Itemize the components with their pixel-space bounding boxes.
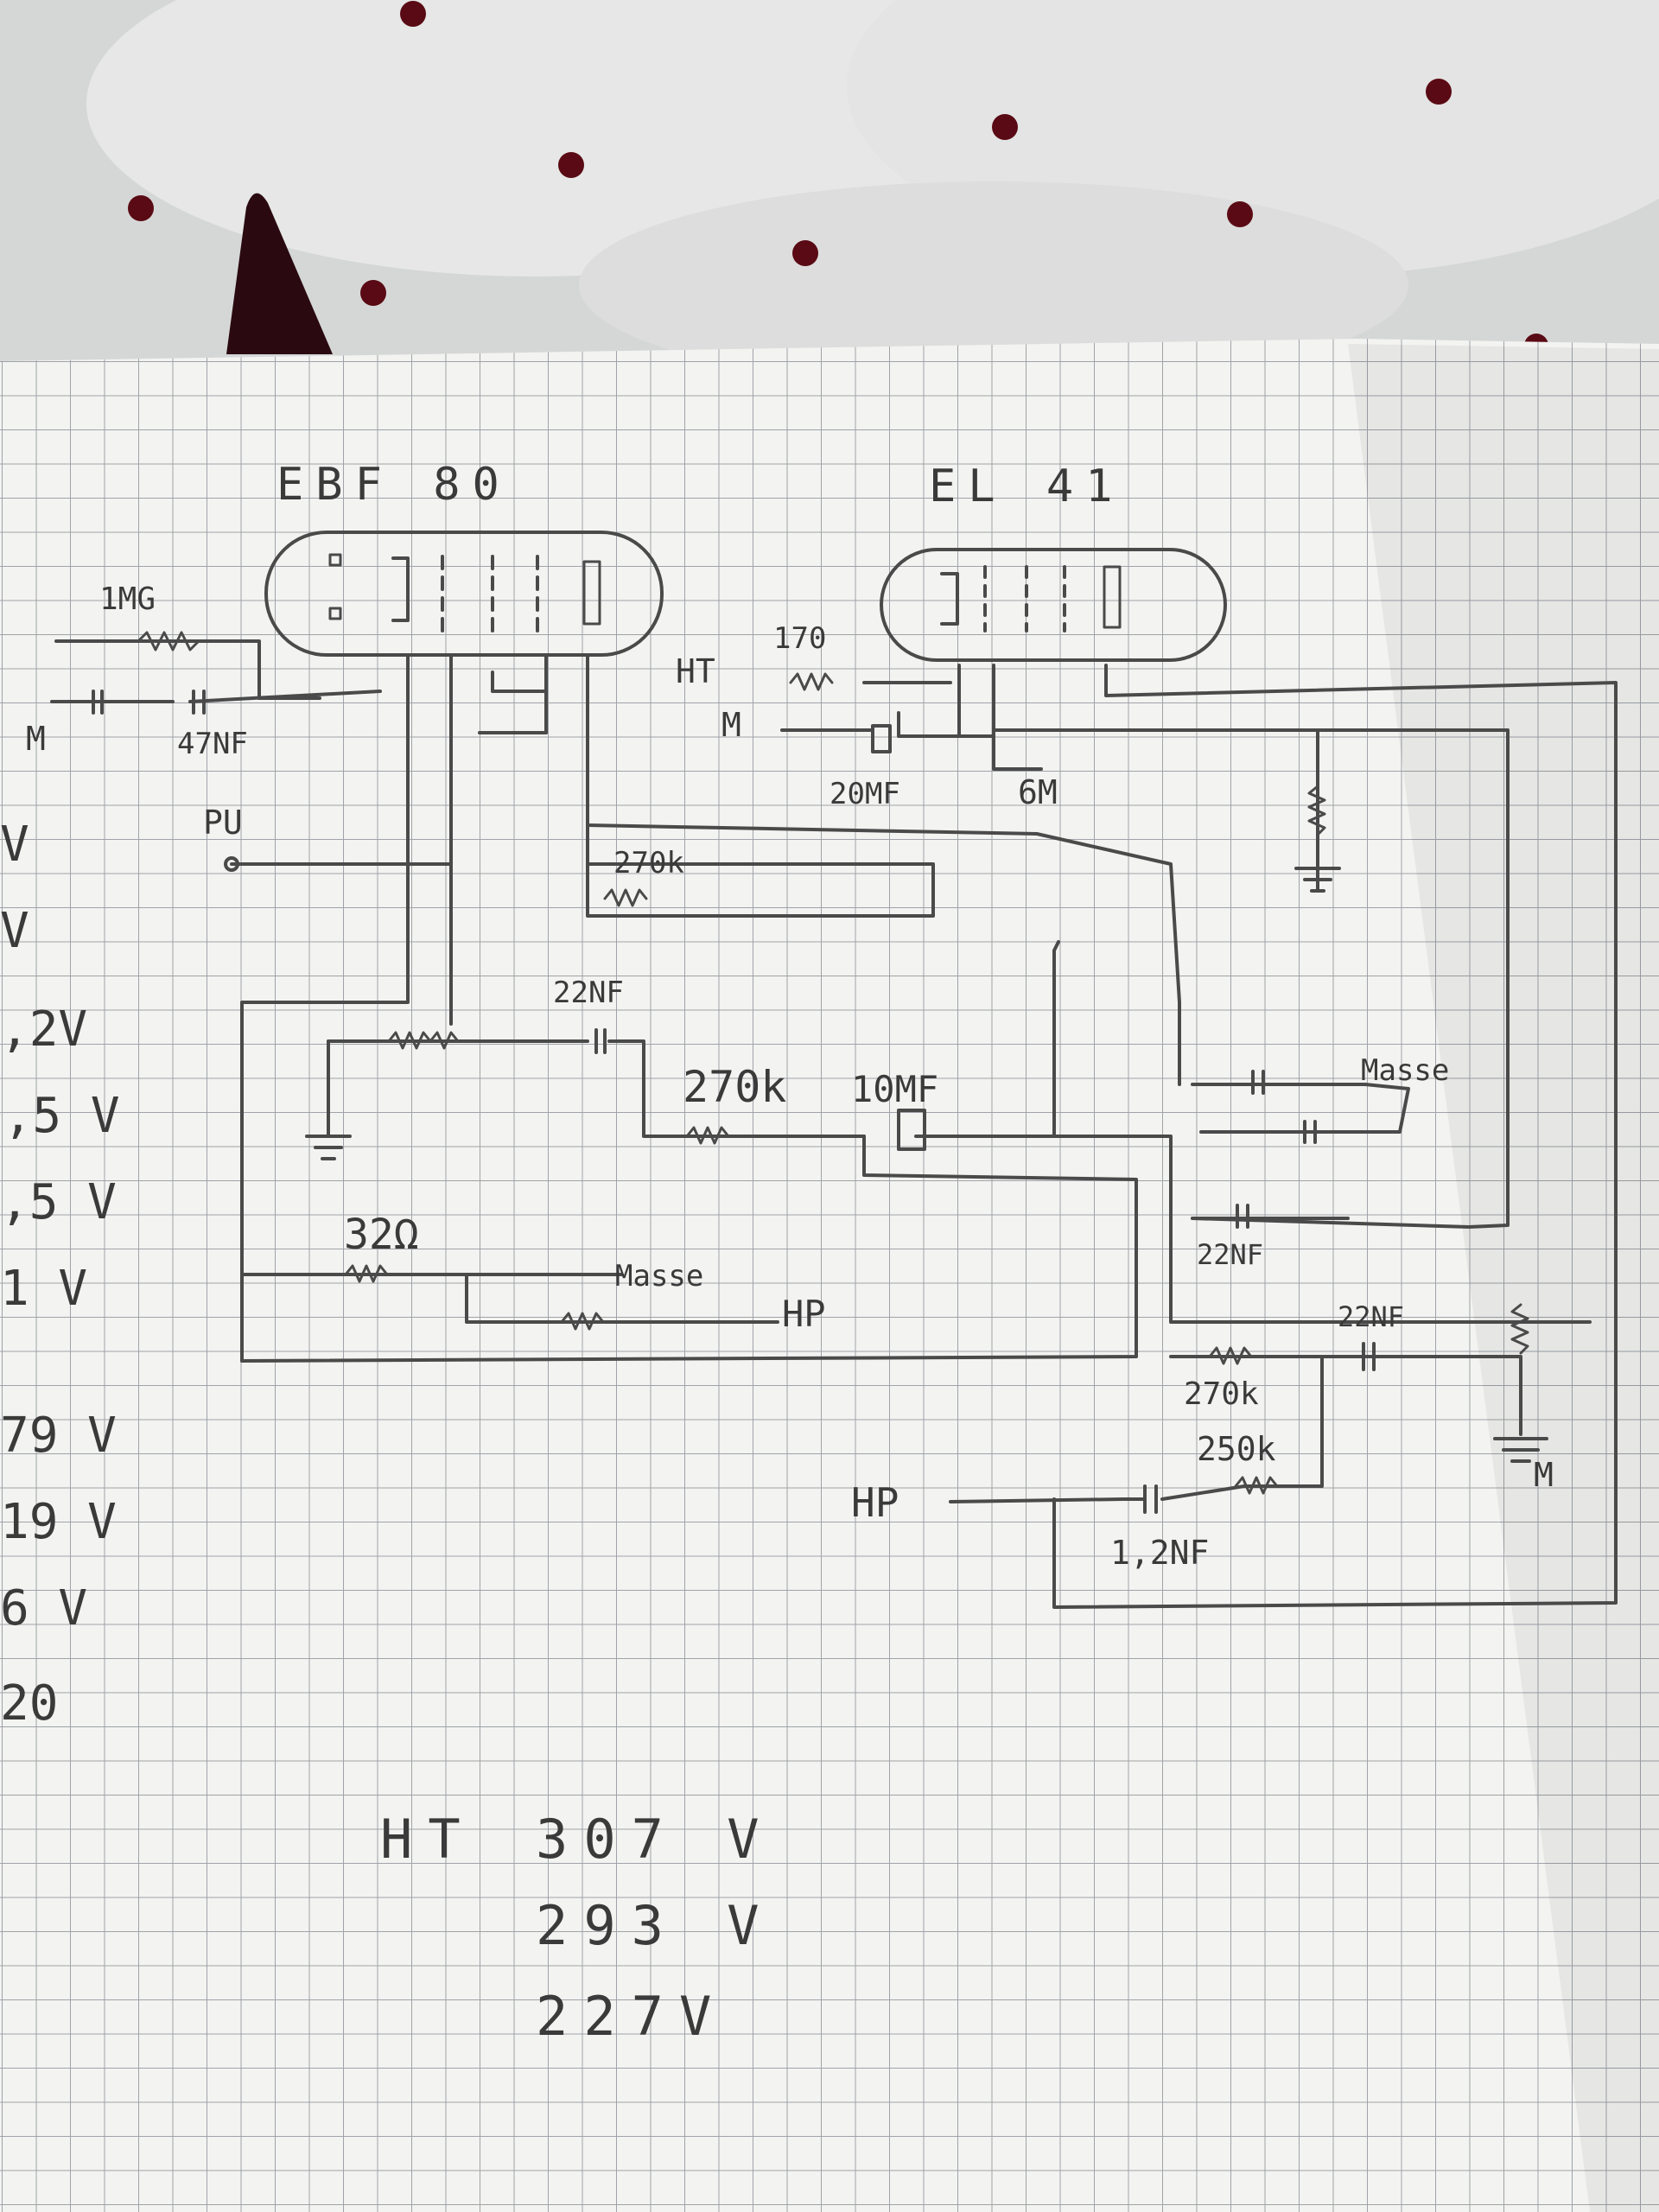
masse-bottom-label: Masse [615, 1259, 703, 1294]
capacitor-47nf-label: 47NF [177, 727, 248, 761]
resistor-270k-mid-label: 270k [683, 1062, 786, 1112]
ht-readings-label: HT [380, 1808, 476, 1871]
margin-voltage: 0,5 V [0, 1088, 120, 1144]
m-supply-label: M [721, 706, 741, 744]
margin-voltage: V [0, 817, 29, 873]
resistor-270k-right-label: 270k [1184, 1376, 1259, 1412]
resistor-32ohm-label: 32Ω [344, 1211, 419, 1259]
ht-reading: 307 V [536, 1808, 775, 1871]
resistor-250k-label: 250k [1197, 1430, 1276, 1468]
margin-voltage: 19 V [0, 1494, 117, 1550]
input-m-label: M [26, 720, 46, 758]
ht-reading: 227V [536, 1985, 727, 2048]
resistor-6m-label: 6M [1018, 773, 1058, 811]
el41-envelope [880, 548, 1227, 662]
capacitor-20mf-label: 20MF [830, 777, 900, 811]
paper-grid [0, 339, 1659, 2212]
hp-left-label: HP [851, 1479, 899, 1526]
table-pattern [579, 181, 1408, 389]
resistor-270k-top-label: 270k [613, 846, 684, 880]
capacitor-10mf-label: 10MF [851, 1068, 938, 1110]
pickup-label: PU [203, 804, 243, 842]
capacitor-22nf-right1-label: 22NF [1197, 1238, 1263, 1271]
margin-voltage: 1 V [0, 1261, 87, 1317]
tube-ebf80-label: EBF 80 [276, 459, 512, 511]
tube-el41-label: EL 41 [929, 461, 1125, 512]
capacitor-1-2nf-label: 1,2NF [1110, 1534, 1209, 1572]
margin-voltage: ,2V [0, 1001, 87, 1058]
margin-voltage: 6 V [0, 1580, 87, 1637]
ht-readings: HT 307 V 293 V 227V [380, 1808, 775, 2048]
margin-voltage: ,5 V [0, 1174, 117, 1230]
ht-reading: 293 V [536, 1894, 775, 1957]
capacitor-22nf-right2-label: 22NF [1338, 1300, 1404, 1333]
ebf80-envelope [264, 531, 664, 657]
masse-right-label: Masse [1361, 1053, 1449, 1088]
resistor-1mg-label: 1MG [99, 582, 156, 617]
resistor-170-label: 170 [773, 621, 826, 656]
m-ground-right-label: M [1534, 1456, 1554, 1494]
left-margin-voltages: V V ,2V 0,5 V ,5 V 1 V 79 V 19 V 6 V 20 [0, 817, 120, 1732]
schematic-labels: EBF 80 EL 41 1MG 47NF M PU HT M 170 20MF… [26, 459, 1554, 1572]
margin-voltage: 20 [0, 1675, 58, 1732]
hp-bottom-label: HP [782, 1293, 826, 1335]
dark-shape [226, 193, 333, 354]
ht-label: HT [676, 652, 715, 690]
capacitor-22nf-mid-label: 22NF [553, 976, 624, 1010]
margin-voltage: V [0, 903, 29, 959]
margin-voltage: 79 V [0, 1408, 117, 1464]
schematic-wires [50, 531, 1618, 1609]
paper-shadow [1348, 344, 1659, 2212]
